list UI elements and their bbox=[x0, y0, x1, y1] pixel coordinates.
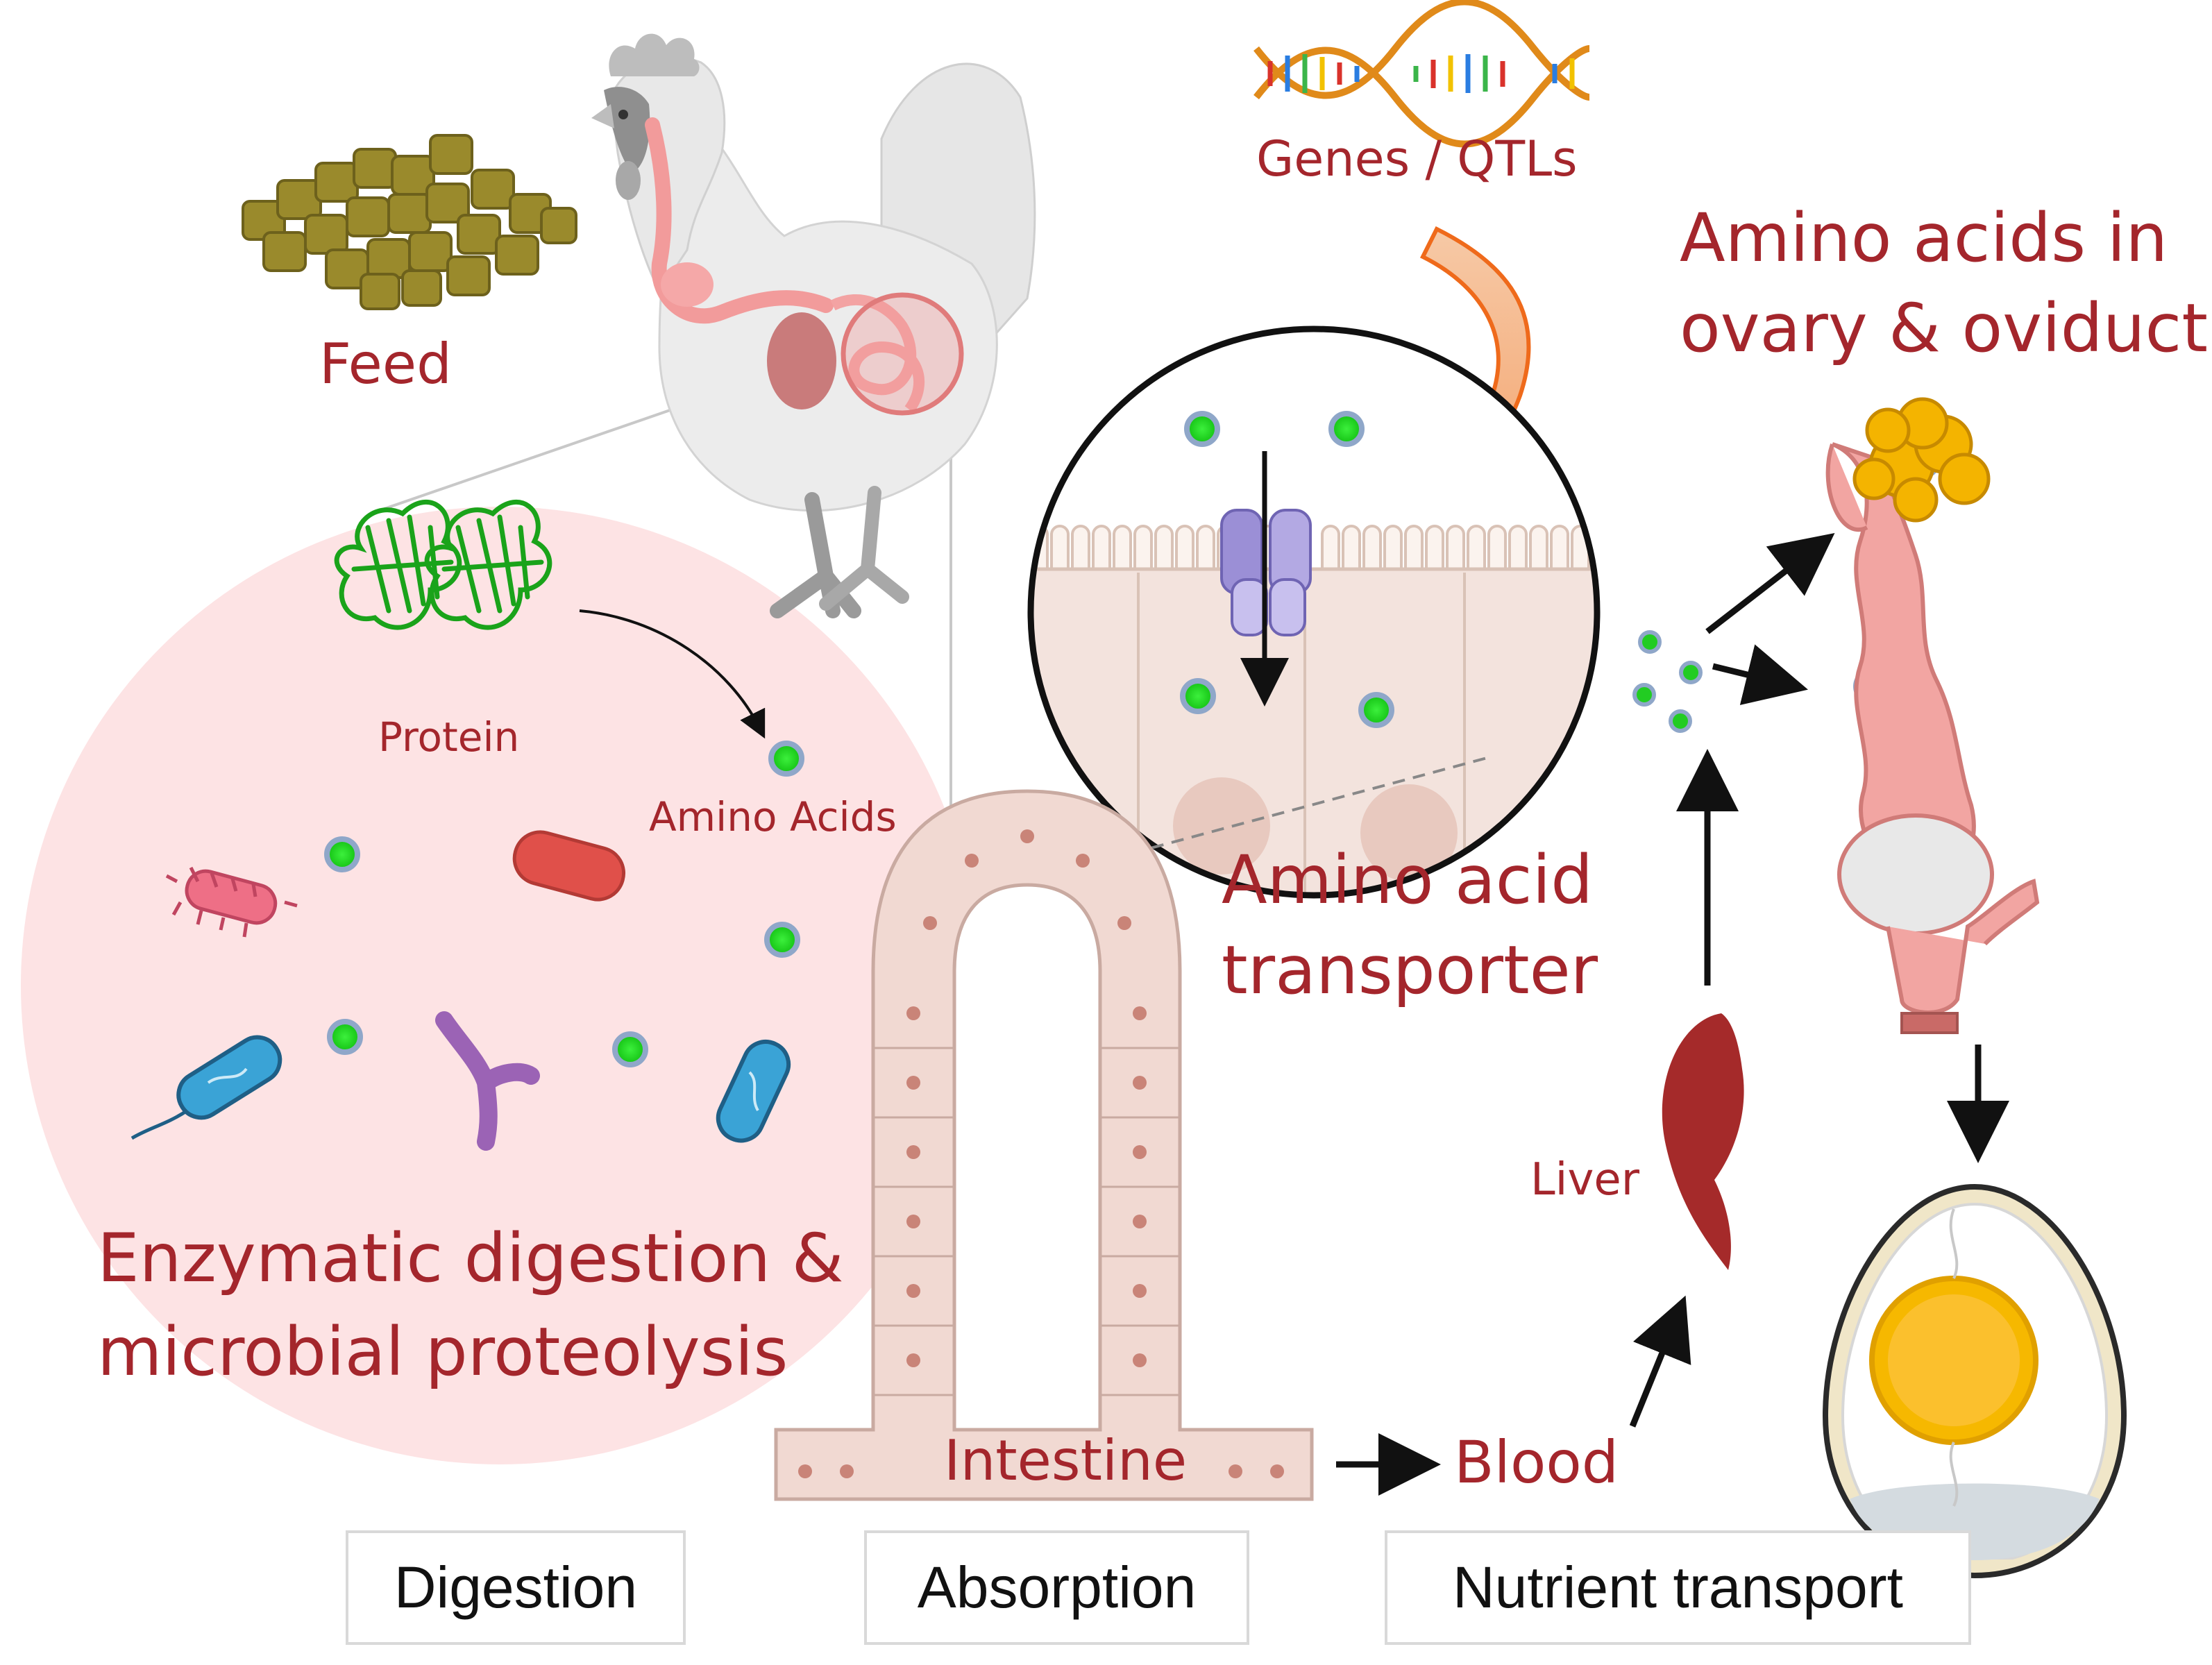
amino-acid-dot bbox=[1669, 709, 1692, 733]
pool-to-oviduct-arrow bbox=[1712, 644, 1808, 705]
blue-bacterium-icon bbox=[716, 1040, 791, 1143]
amino-acid-dot bbox=[327, 1019, 363, 1055]
genes-label: Genes / QTLs bbox=[1256, 130, 1578, 187]
amino-acid-dot bbox=[324, 836, 360, 872]
digestion-label-line1: Enzymatic digestion & bbox=[97, 1219, 844, 1297]
digestion-zone bbox=[21, 507, 979, 1464]
intestinal-villus-icon bbox=[774, 789, 1314, 1501]
feed-pellets-icon bbox=[242, 134, 577, 310]
amino-acid-dot bbox=[1328, 411, 1365, 447]
stage-transport-box: Nutrient transport bbox=[1385, 1530, 1971, 1645]
ovary-label-line2: ovary & oviduct bbox=[1680, 289, 2208, 367]
amino-acid-dot bbox=[768, 741, 804, 777]
amino-acid-dot bbox=[1632, 683, 1656, 707]
dna-helix-icon bbox=[1253, 0, 1590, 148]
amino-acid-dot bbox=[1358, 692, 1394, 728]
chicken-icon bbox=[591, 33, 1036, 618]
protein-label: Protein bbox=[378, 713, 520, 761]
amino-acid-dot bbox=[612, 1031, 648, 1067]
liver-icon bbox=[1662, 1013, 1744, 1270]
amino-acid-dot bbox=[764, 922, 800, 958]
protein-icon bbox=[334, 499, 552, 630]
pool-to-ovary-arrow bbox=[1705, 532, 1835, 634]
rod-bacterium-spiky-icon bbox=[165, 866, 298, 938]
y-shaped-microbe-icon bbox=[435, 1011, 540, 1151]
egg-icon bbox=[1822, 1183, 2127, 1579]
oviduct-icon bbox=[1825, 442, 2040, 1034]
amino-acid-dot bbox=[1638, 630, 1662, 654]
ovary-follicles-icon bbox=[1852, 397, 1991, 523]
intestine-label: Intestine bbox=[944, 1428, 1188, 1493]
zoom-callout-right bbox=[1090, 755, 1493, 865]
blood-label: Blood bbox=[1454, 1428, 1619, 1496]
amino-acids-label: Amino Acids bbox=[649, 793, 897, 840]
flow-arrows bbox=[1336, 532, 2009, 1496]
liver-label: Liver bbox=[1530, 1154, 1639, 1206]
ovary-label-line1: Amino acids in bbox=[1680, 199, 2168, 277]
blood-to-liver-arrow bbox=[1629, 1295, 1691, 1428]
rod-bacterium-red-icon bbox=[512, 830, 626, 902]
stage-digestion-box: Digestion bbox=[346, 1530, 686, 1645]
feed-label: Feed bbox=[319, 332, 452, 396]
protein-to-amino-arrow bbox=[579, 609, 766, 739]
transporter-protein-icon bbox=[1220, 509, 1312, 636]
digestion-label-line2: microbial proteolysis bbox=[97, 1313, 788, 1391]
flagellated-bacterium-icon bbox=[130, 1035, 282, 1140]
transporter-label-line2: transporter bbox=[1222, 931, 1598, 1009]
amino-acid-dot bbox=[1180, 678, 1216, 714]
amino-acid-dot bbox=[1184, 411, 1220, 447]
stage-absorption-box: Absorption bbox=[864, 1530, 1249, 1645]
transporter-label-line1: Amino acid bbox=[1222, 841, 1594, 919]
amino-acid-dot bbox=[1679, 661, 1703, 684]
